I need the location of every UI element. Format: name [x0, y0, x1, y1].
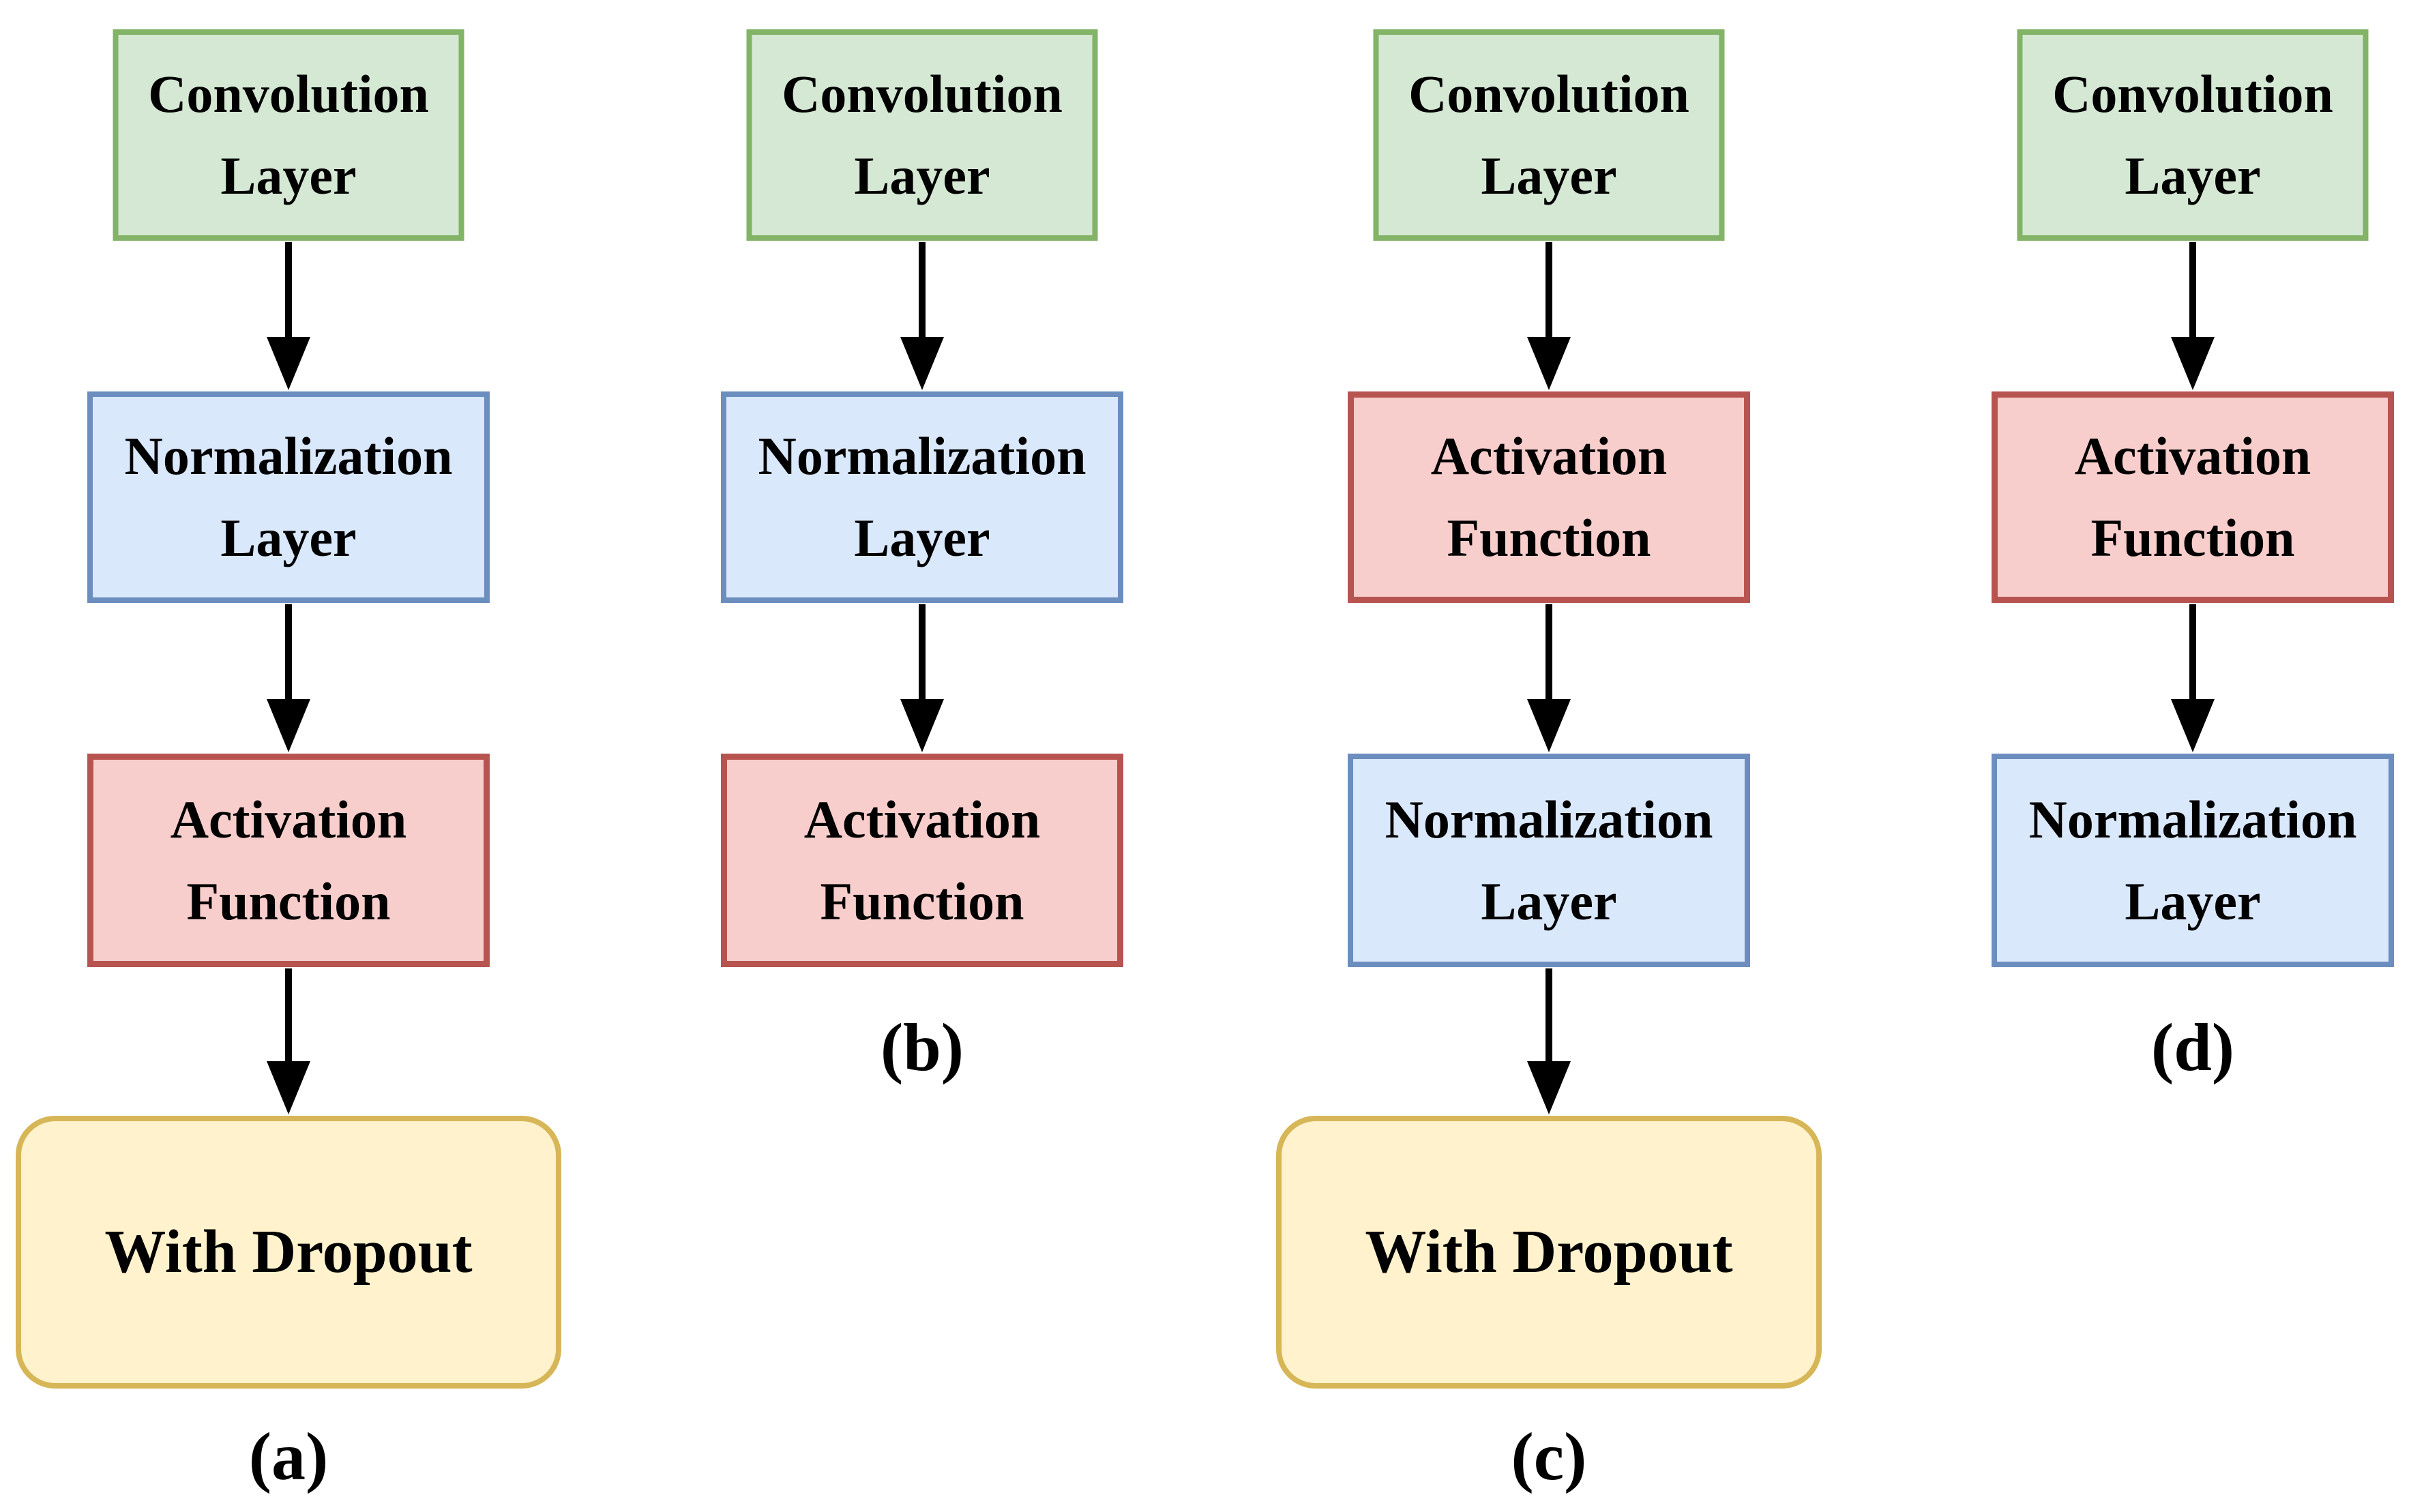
arrow-down-icon [267, 242, 310, 390]
arrow-down-icon [2171, 242, 2215, 390]
node-normalization-layer: Normalization Layer [87, 391, 490, 603]
node-normalization-layer: Normalization Layer [1992, 754, 2394, 967]
caption-d: (d) [2150, 1009, 2235, 1085]
node-label-line: Normalization [1385, 789, 1713, 849]
pipeline-column-b: Convolution Layer Normalization Layer Ac… [642, 0, 1202, 1512]
node-label-line: Normalization [758, 426, 1086, 486]
pipeline-column-c: Convolution Layer Activation Function No… [1269, 0, 1829, 1512]
node-with-dropout: With Dropout [16, 1116, 561, 1389]
node-label-line: Layer [854, 146, 990, 205]
node-convolution-layer: Convolution Layer [2017, 29, 2369, 241]
node-label-line: Activation [803, 789, 1041, 849]
node-convolution-layer: Convolution Layer [746, 29, 1098, 241]
node-label-line: Layer [220, 146, 357, 205]
arrow-down-icon [1527, 968, 1571, 1114]
node-activation-function: Activation Function [1348, 391, 1750, 603]
node-label-line: Activation [2074, 426, 2311, 486]
arrow-down-icon [1527, 242, 1571, 390]
node-normalization-layer: Normalization Layer [721, 391, 1123, 603]
arrow-down-icon [2171, 604, 2215, 752]
node-activation-function: Activation Function [721, 754, 1123, 967]
node-label-line: Convolution [148, 64, 429, 123]
node-label-line: Layer [2125, 871, 2261, 931]
node-convolution-layer: Convolution Layer [113, 29, 464, 241]
node-activation-function: Activation Function [1992, 391, 2394, 603]
node-normalization-layer: Normalization Layer [1348, 754, 1750, 967]
pipeline-column-d: Convolution Layer Activation Function No… [1913, 0, 2411, 1512]
node-label-line: Layer [854, 508, 990, 567]
node-label-line: Function [1447, 508, 1651, 567]
arrow-down-icon [1527, 604, 1571, 752]
node-label-line: Convolution [2052, 64, 2333, 123]
node-label-line: Convolution [782, 64, 1063, 123]
node-convolution-layer: Convolution Layer [1373, 29, 1725, 241]
node-label-line: Layer [1481, 146, 1617, 205]
node-label-line: Normalization [124, 426, 453, 486]
node-label-line: With Dropout [104, 1218, 473, 1286]
node-label-line: Convolution [1408, 64, 1689, 123]
node-label-line: Function [186, 871, 391, 931]
node-label-line: With Dropout [1365, 1218, 1733, 1286]
node-label-line: Function [2090, 508, 2295, 567]
arrow-down-icon [900, 604, 944, 752]
node-label-line: Layer [2125, 146, 2261, 205]
caption-b: (b) [880, 1009, 964, 1085]
node-label-line: Activation [170, 789, 407, 849]
arrow-down-icon [267, 968, 310, 1114]
node-label-line: Layer [1481, 871, 1617, 931]
arrow-down-icon [900, 242, 944, 390]
node-label-line: Activation [1430, 426, 1668, 486]
node-label-line: Normalization [2028, 789, 2357, 849]
caption-a: (a) [248, 1419, 329, 1494]
pipeline-column-a: Convolution Layer Normalization Layer Ac… [9, 0, 568, 1512]
caption-c: (c) [1511, 1419, 1587, 1494]
arrow-down-icon [267, 604, 310, 752]
node-with-dropout: With Dropout [1276, 1116, 1822, 1389]
node-label-line: Layer [220, 508, 357, 567]
node-label-line: Function [820, 871, 1024, 931]
node-activation-function: Activation Function [87, 754, 490, 967]
